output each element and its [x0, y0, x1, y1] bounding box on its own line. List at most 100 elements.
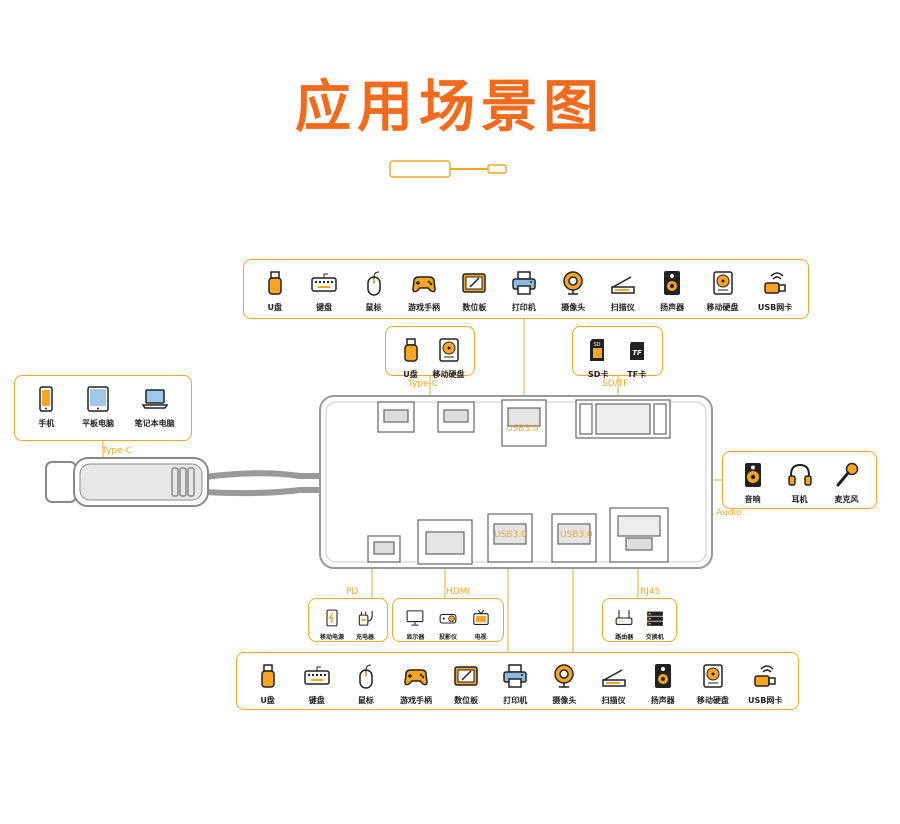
top-row-device-item: 键盘 [309, 268, 339, 313]
hdmi-device-label: 电视 [474, 634, 487, 641]
sd-card-icon: SD [583, 335, 613, 365]
bottom-row-device-item: 数位板 [451, 661, 481, 706]
drawing-tablet-icon [451, 661, 481, 691]
rj45-device-item: 路由器 [613, 607, 635, 641]
top-row-device-label: 鼠标 [365, 303, 382, 312]
mouse-icon [359, 268, 389, 298]
bottom-row-device-label: U盘 [260, 696, 275, 705]
top-row-device-item: 鼠标 [359, 268, 389, 313]
bottom-row-device-item: 移动硬盘 [697, 661, 729, 706]
headphones-icon [785, 460, 815, 490]
speaker-icon [648, 661, 678, 691]
top-row-device-item: 打印机 [509, 268, 539, 313]
top-row-device-item: U盘 [260, 268, 290, 313]
audio-device-item: 音响 [738, 460, 768, 505]
top-row-device-label: 打印机 [511, 303, 536, 312]
keyboard-icon [309, 268, 339, 298]
top-row-device-label: 扬声器 [660, 303, 685, 312]
bottom-row-device-item: 键盘 [302, 661, 332, 706]
speaker-icon [657, 268, 687, 298]
bottom-row-device-item: 摄像头 [549, 661, 579, 706]
host-device-label: 笔记本电脑 [134, 419, 175, 428]
top-row-device-label: USB网卡 [757, 303, 793, 312]
rj45-device-label: 路由器 [615, 634, 634, 641]
audio-tag: Audio [716, 508, 742, 518]
sdtf-device-label: TF卡 [627, 370, 647, 379]
webcam-icon [549, 661, 579, 691]
top-row-device-label: 扫描仪 [610, 303, 635, 312]
bottom-row-device-label: 摄像头 [552, 696, 577, 705]
hdmi-device-item: 显示器 [404, 607, 426, 641]
top-usb-device-row: U盘 键盘 鼠标 游戏手柄 数位板 打印机 摄像头 扫描仪 扬声器 移动硬盘 USB网卡 [243, 259, 809, 319]
bottom-row-device-item: 游戏手柄 [400, 661, 432, 706]
bottom-row-device-item: 扫描仪 [599, 661, 629, 706]
typec-upper-tag: Type-C [408, 379, 439, 389]
printer-icon [509, 268, 539, 298]
bottom-row-device-item: 扬声器 [648, 661, 678, 706]
audio-device-label: 麦克风 [834, 495, 859, 504]
pd-box: 移动电源 充电器 [308, 598, 388, 642]
bottom-row-device-item: 鼠标 [351, 661, 381, 706]
hdmi-device-label: 投影仪 [438, 634, 457, 641]
laptop-icon [140, 384, 170, 414]
bottom-row-device-label: USB网卡 [747, 696, 783, 705]
typec-device-item: U盘 [396, 335, 426, 380]
external-hdd-icon [698, 661, 728, 691]
host-device-item: 手机 [31, 384, 61, 429]
typec-device-label: 移动硬盘 [432, 370, 465, 379]
cable-pictogram [389, 160, 507, 178]
top-row-device-label: 移动硬盘 [706, 303, 739, 312]
usb-label-bottom-right: USB3.0 [560, 530, 593, 540]
pd-tag: PD [346, 587, 359, 597]
top-row-device-item: USB网卡 [758, 268, 792, 313]
charger-icon [354, 607, 376, 629]
usb-drive-icon [260, 268, 290, 298]
hdmi-device-item: 投影仪 [437, 607, 459, 641]
tv-icon [470, 607, 492, 629]
bottom-row-device-label: 移动硬盘 [696, 696, 729, 705]
bottom-row-device-label: 数位板 [454, 696, 479, 705]
top-row-device-label: U盘 [267, 303, 282, 312]
audio-device-label: 音响 [744, 495, 761, 504]
typec-device-label: U盘 [403, 370, 418, 379]
drawing-tablet-icon [459, 268, 489, 298]
bottom-row-device-label: 游戏手柄 [399, 696, 432, 705]
bottom-row-device-label: 扬声器 [650, 696, 675, 705]
bottom-row-device-label: 打印机 [503, 696, 528, 705]
page-title: 应用场景图 [295, 75, 605, 140]
audio-box: 音响耳机麦克风 [722, 451, 877, 509]
top-row-device-item: 扬声器 [657, 268, 687, 313]
top-row-device-item: 游戏手柄 [408, 268, 440, 313]
projector-icon [437, 607, 459, 629]
audio-device-item: 麦克风 [832, 460, 862, 505]
top-row-device-label: 摄像头 [561, 303, 586, 312]
sdtf-device-item: TF TF卡 [622, 335, 652, 380]
svg-text:SD: SD [594, 342, 601, 348]
top-row-device-label: 游戏手柄 [407, 303, 440, 312]
usb-drive-icon [253, 661, 283, 691]
pd-device-label: 移动电源 [319, 634, 344, 641]
mouse-icon [351, 661, 381, 691]
hdmi-box: 显示器投影仪 电视 [392, 598, 504, 642]
top-row-device-label: 数位板 [462, 303, 487, 312]
pd-device-label: 充电器 [355, 634, 374, 641]
sdtf-tag: SD/TF [602, 379, 629, 389]
tablet-icon [83, 384, 113, 414]
bottom-row-device-label: 键盘 [308, 696, 325, 705]
top-row-device-label: 键盘 [316, 303, 333, 312]
network-switch-icon [644, 607, 666, 629]
usb-label-top: USB3.0 [506, 424, 539, 434]
rj45-box: 路由器交换机 [602, 598, 677, 642]
bottom-row-device-label: 鼠标 [357, 696, 374, 705]
keyboard-icon [302, 661, 332, 691]
typec-plug [45, 461, 77, 503]
audio-speaker-icon [738, 460, 768, 490]
phone-icon [31, 384, 61, 414]
usb-wifi-adapter-icon [760, 268, 790, 298]
hdmi-device-item: 电视 [470, 607, 492, 641]
microphone-icon [832, 460, 862, 490]
tf-card-icon: TF [622, 335, 652, 365]
svg-text:TF: TF [632, 349, 642, 357]
